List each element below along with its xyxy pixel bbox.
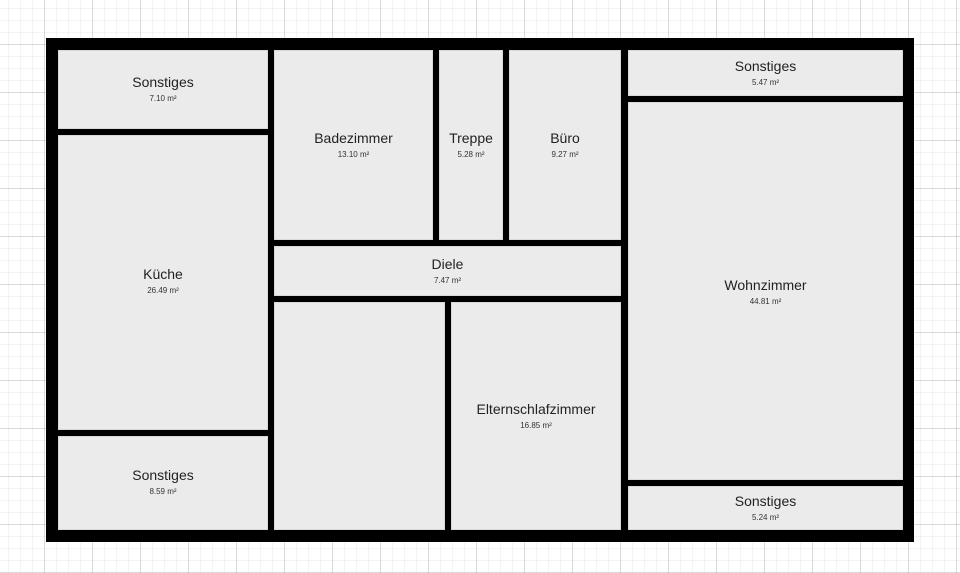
room-area: 13.10 m² [337,150,370,159]
room-area: 8.59 m² [149,487,177,496]
room-name: Badezimmer [314,130,393,146]
room-sonstiges-top-left[interactable]: Sonstiges 7.10 m² [58,50,268,129]
room-unlabeled[interactable] [274,302,445,530]
room-badezimmer[interactable]: Badezimmer 13.10 m² [274,50,433,240]
room-label: Küche 26.49 m² [58,266,268,295]
room-label: Diele 7.47 m² [274,256,621,285]
room-label: Sonstiges 8.59 m² [58,467,268,496]
room-label: Treppe 5.28 m² [439,130,503,159]
room-treppe[interactable]: Treppe 5.28 m² [439,50,503,240]
room-name: Diele [431,256,464,272]
room-area: 7.10 m² [149,94,177,103]
room-name: Sonstiges [132,74,194,90]
room-area: 5.28 m² [457,150,485,159]
room-label: Elternschlafzimmer 16.85 m² [451,401,621,430]
room-label: Sonstiges 5.47 m² [628,58,903,87]
room-name: Büro [550,130,580,146]
room-label: Wohnzimmer 44.81 m² [628,277,903,306]
room-sonstiges-bottom-right[interactable]: Sonstiges 5.24 m² [628,486,903,530]
room-area: 9.27 m² [551,150,579,159]
room-wohnzimmer[interactable]: Wohnzimmer 44.81 m² [628,102,903,480]
room-label: Sonstiges 7.10 m² [58,74,268,103]
room-label: Sonstiges 5.24 m² [628,493,903,522]
room-name: Sonstiges [734,58,797,74]
room-area: 44.81 m² [749,297,782,306]
room-label: Büro 9.27 m² [509,130,621,159]
room-area: 5.24 m² [751,513,780,522]
room-area: 7.47 m² [433,276,462,285]
room-kueche[interactable]: Küche 26.49 m² [58,135,268,430]
room-name: Sonstiges [132,467,194,483]
room-area: 26.49 m² [147,286,179,295]
room-label: Badezimmer 13.10 m² [274,130,433,159]
room-area: 16.85 m² [520,421,552,430]
room-name: Sonstiges [734,493,797,509]
room-name: Elternschlafzimmer [476,401,596,417]
floorplan-outer-wall: Sonstiges 7.10 m² Küche 26.49 m² Sonstig… [46,38,914,542]
room-area: 5.47 m² [751,78,780,87]
room-buero[interactable]: Büro 9.27 m² [509,50,621,240]
room-name: Wohnzimmer [724,277,807,293]
room-name: Küche [143,266,183,282]
room-sonstiges-bottom-left[interactable]: Sonstiges 8.59 m² [58,436,268,530]
room-sonstiges-top-right[interactable]: Sonstiges 5.47 m² [628,50,903,96]
room-name: Treppe [449,130,493,146]
room-elternschlafzimmer[interactable]: Elternschlafzimmer 16.85 m² [451,302,621,530]
room-diele[interactable]: Diele 7.47 m² [274,246,621,296]
